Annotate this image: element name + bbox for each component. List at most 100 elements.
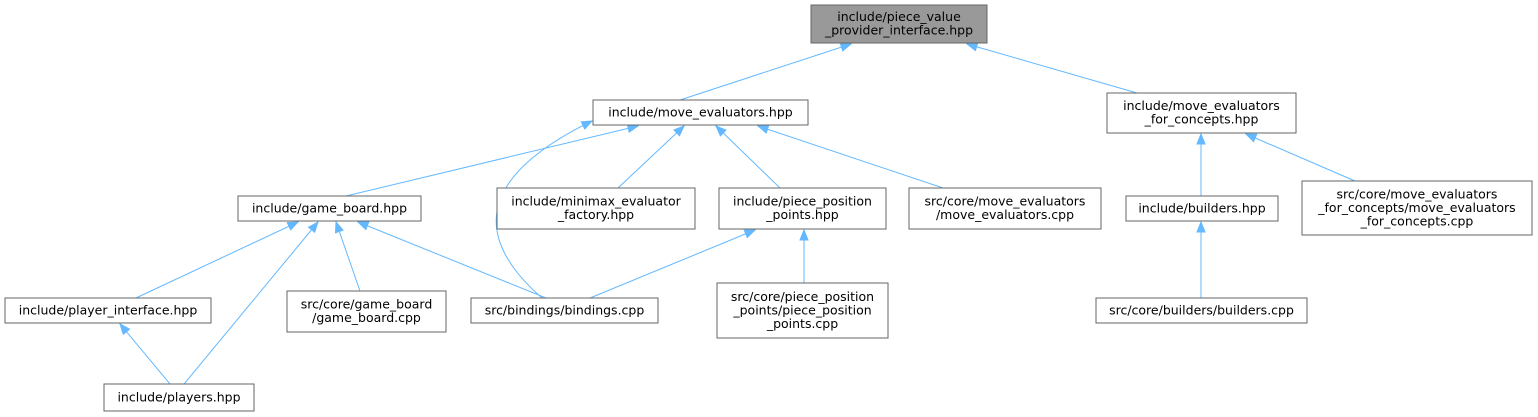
node-box[interactable] (4, 297, 212, 324)
node-move-evaluators-cpp[interactable]: src/core/move_evaluators/move_evaluators… (908, 187, 1102, 230)
node-label-line: include/players.hpp (117, 389, 240, 404)
node-box[interactable] (810, 4, 988, 44)
node-label-line: _provider_interface.hpp (824, 23, 973, 38)
node-label-line: /move_evaluators.cpp (936, 207, 1074, 222)
node-label-line: _points/piece_position (732, 302, 871, 317)
edge-line (757, 125, 944, 189)
node-box[interactable] (716, 282, 889, 339)
edge-game_board_hpp-to-move_evaluators_hpp (345, 123, 640, 197)
node-box[interactable] (286, 290, 447, 333)
node-box[interactable] (592, 99, 809, 126)
node-builders-cpp[interactable]: src/core/builders/builders.cpp (1095, 297, 1308, 324)
arrowhead (756, 124, 770, 134)
node-builders-hpp[interactable]: include/builders.hpp (1125, 195, 1279, 222)
arrowhead (119, 322, 131, 336)
node-game-board-hpp[interactable]: include/game_board.hpp (237, 195, 422, 222)
arrowhead (715, 125, 727, 137)
edge-line (183, 221, 319, 385)
node-label-line: include/minimax_evaluator (511, 194, 681, 209)
edge-line (589, 229, 756, 299)
node-move-evaluators-for-concepts-hpp[interactable]: include/move_evaluators_for_concepts.hpp (1106, 92, 1297, 134)
arrowhead (307, 220, 319, 234)
edge-line (1245, 133, 1356, 182)
edge-move_evaluators_for_concepts_cpp-to-move_evaluators_for_concepts_hpp (1244, 133, 1356, 182)
node-label-line: include/game_board.hpp (252, 200, 407, 215)
node-box[interactable] (470, 297, 659, 324)
edge-builders_cpp-to-builders_hpp (1196, 220, 1206, 298)
edge-player_interface_hpp-to-game_board_hpp (135, 221, 300, 299)
edge-players_hpp-to-player_interface_hpp (119, 322, 171, 385)
node-game-board-cpp[interactable]: src/core/game_board/game_board.cpp (286, 290, 447, 333)
node-players-hpp[interactable]: include/players.hpp (103, 383, 255, 412)
edge-bindings_cpp-to-game_board_hpp (356, 221, 547, 299)
node-move-evaluators-hpp[interactable]: include/move_evaluators.hpp (592, 99, 809, 126)
node-piece-position-points-cpp[interactable]: src/core/piece_position_points/piece_pos… (716, 282, 889, 339)
node-label-line: src/core/move_evaluators (925, 194, 1086, 209)
node-label-line: include/piece_value (837, 9, 961, 24)
node-box[interactable] (1095, 297, 1308, 324)
arrowhead (334, 220, 344, 234)
node-label-line: _points.cpp (766, 316, 838, 331)
node-player-interface-hpp[interactable]: include/player_interface.hpp (4, 297, 212, 324)
arrowhead (839, 42, 853, 52)
node-box[interactable] (237, 195, 422, 222)
node-bindings-cpp[interactable]: src/bindings/bindings.cpp (470, 297, 659, 324)
node-label-line: include/piece_position (733, 194, 872, 209)
edge-move_evaluators_hpp-to-root (679, 42, 853, 101)
arrowhead (673, 125, 685, 137)
node-box[interactable] (1125, 195, 1279, 222)
edges-layer (119, 42, 1356, 385)
arrowhead (1244, 133, 1258, 143)
edge-line (679, 43, 852, 101)
node-label-line: _for_concepts.cpp (1360, 213, 1474, 228)
edge-move_evaluators_for_concepts_hpp-to-root (965, 42, 1138, 94)
arrowhead (1196, 220, 1206, 233)
arrowhead (580, 120, 594, 130)
node-root[interactable]: include/piece_value_provider_interface.h… (810, 4, 988, 44)
node-label-line: /game_board.cpp (312, 310, 421, 325)
edge-move_evaluators_cpp-to-move_evaluators_hpp (756, 124, 944, 189)
node-label-line: src/core/move_evaluators (1337, 186, 1498, 201)
node-label-line: src/core/game_board (301, 297, 433, 312)
edge-line (966, 43, 1138, 94)
node-label-line: include/player_interface.hpp (19, 302, 198, 317)
arrowhead (286, 221, 300, 231)
edge-game_board_cpp-to-game_board_hpp (334, 220, 361, 292)
edge-builders_hpp-to-move_evaluators_for_concepts_hpp (1196, 132, 1206, 196)
edge-minimax_evaluator_factory_hpp-to-move_evaluators_hpp (617, 125, 685, 189)
node-label-line: _for_concepts.hpp (1144, 112, 1259, 127)
node-minimax-evaluator-factory-hpp[interactable]: include/minimax_evaluator_factory.hpp (496, 187, 696, 230)
node-label-line: include/move_evaluators (1123, 98, 1280, 113)
node-move-evaluators-for-concepts-cpp[interactable]: src/core/move_evaluators_for_concepts/mo… (1301, 180, 1533, 236)
arrowhead (626, 123, 640, 134)
node-box[interactable] (908, 187, 1102, 230)
node-box[interactable] (1301, 180, 1533, 236)
arrowhead (799, 228, 809, 241)
node-label-line: _points.hpp (765, 207, 838, 222)
node-box[interactable] (496, 187, 696, 230)
node-label-line: src/core/builders/builders.cpp (1109, 302, 1294, 317)
edge-players_hpp-to-game_board_hpp (183, 220, 319, 385)
edge-line (135, 221, 299, 299)
nodes-layer: include/piece_value_provider_interface.h… (4, 4, 1533, 412)
node-label-line: _for_concepts/move_evaluators (1317, 200, 1515, 215)
node-label-line: src/core/piece_position (731, 289, 874, 304)
edge-line (345, 125, 639, 197)
edge-line (617, 125, 685, 189)
edge-line (119, 323, 171, 385)
node-box[interactable] (718, 187, 887, 230)
arrowhead (1196, 132, 1206, 145)
edge-piece_position_points_cpp-to-piece_position_points_hpp (799, 228, 809, 283)
arrowhead (356, 221, 370, 231)
edge-line (335, 221, 361, 292)
node-label-line: include/builders.hpp (1138, 200, 1265, 215)
node-box[interactable] (1106, 92, 1297, 134)
arrowhead (743, 229, 757, 239)
node-label-line: include/move_evaluators.hpp (608, 104, 792, 119)
edge-line (357, 221, 547, 299)
edge-bindings_cpp-to-piece_position_points_hpp (589, 229, 757, 299)
node-label-line: _factory.hpp (557, 207, 634, 222)
node-piece-position-points-hpp[interactable]: include/piece_position_points.hpp (718, 187, 887, 230)
node-box[interactable] (103, 383, 255, 412)
